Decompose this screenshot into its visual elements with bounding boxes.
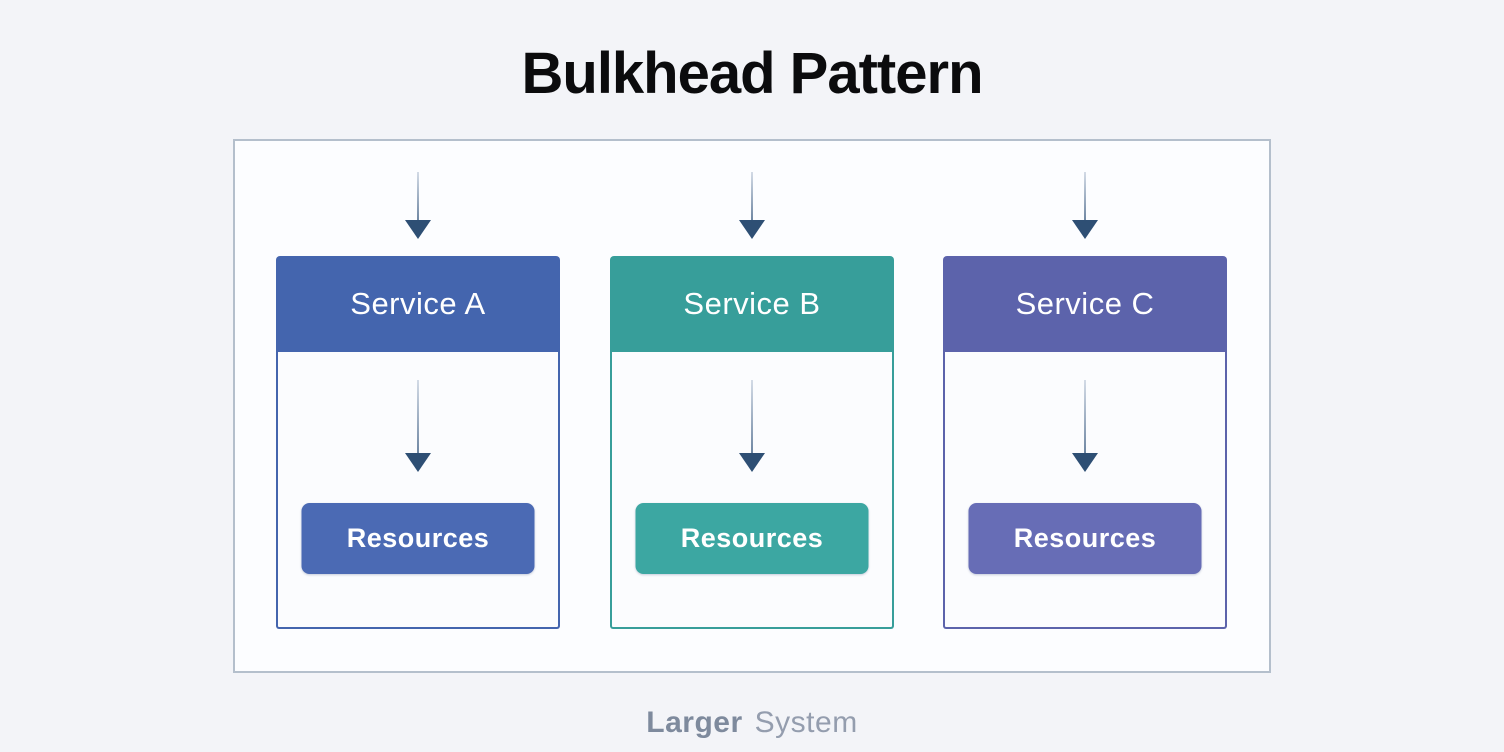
service-a-body: Resources	[276, 352, 560, 629]
diagram-title: Bulkhead Pattern	[521, 41, 984, 106]
arrow-head-icon	[1072, 453, 1098, 472]
arrow-line	[751, 380, 753, 453]
service-c-header: Service C	[943, 256, 1227, 352]
caption-larger: Larger	[646, 706, 743, 739]
service-b-bulkhead: Service B Resources	[610, 256, 894, 629]
service-a-bulkhead: Service A Resources	[276, 256, 560, 629]
arrow-line	[417, 172, 419, 220]
service-a-resources-box: Resources	[301, 503, 535, 574]
down-arrow-icon	[1072, 380, 1098, 472]
down-arrow-icon	[1072, 172, 1098, 239]
caption-system: System	[754, 706, 858, 739]
arrow-head-icon	[1072, 220, 1098, 239]
arrow-line	[417, 380, 419, 453]
service-a-header: Service A	[276, 256, 560, 352]
arrow-line	[751, 172, 753, 220]
arrow-line	[1084, 172, 1086, 220]
service-b-header: Service B	[610, 256, 894, 352]
larger-system-caption: Larger System	[0, 706, 1504, 740]
down-arrow-icon	[405, 380, 431, 472]
service-b-label: Service B	[683, 286, 821, 321]
down-arrow-icon	[739, 172, 765, 239]
down-arrow-icon	[739, 380, 765, 472]
service-a-label: Service A	[350, 286, 486, 321]
service-a-resources-label: Resources	[346, 523, 490, 553]
service-c-bulkhead: Service C Resources	[943, 256, 1227, 629]
service-b-resources-box: Resources	[635, 503, 869, 574]
arrow-head-icon	[739, 453, 765, 472]
service-b-body: Resources	[610, 352, 894, 629]
arrow-head-icon	[405, 220, 431, 239]
service-c-body: Resources	[943, 352, 1227, 629]
service-c-label: Service C	[1015, 286, 1155, 321]
service-c-resources-box: Resources	[968, 503, 1202, 574]
arrow-line	[1084, 380, 1086, 453]
arrow-head-icon	[405, 453, 431, 472]
service-c-resources-label: Resources	[1013, 523, 1157, 553]
arrow-head-icon	[739, 220, 765, 239]
down-arrow-icon	[405, 172, 431, 239]
service-b-resources-label: Resources	[680, 523, 824, 553]
